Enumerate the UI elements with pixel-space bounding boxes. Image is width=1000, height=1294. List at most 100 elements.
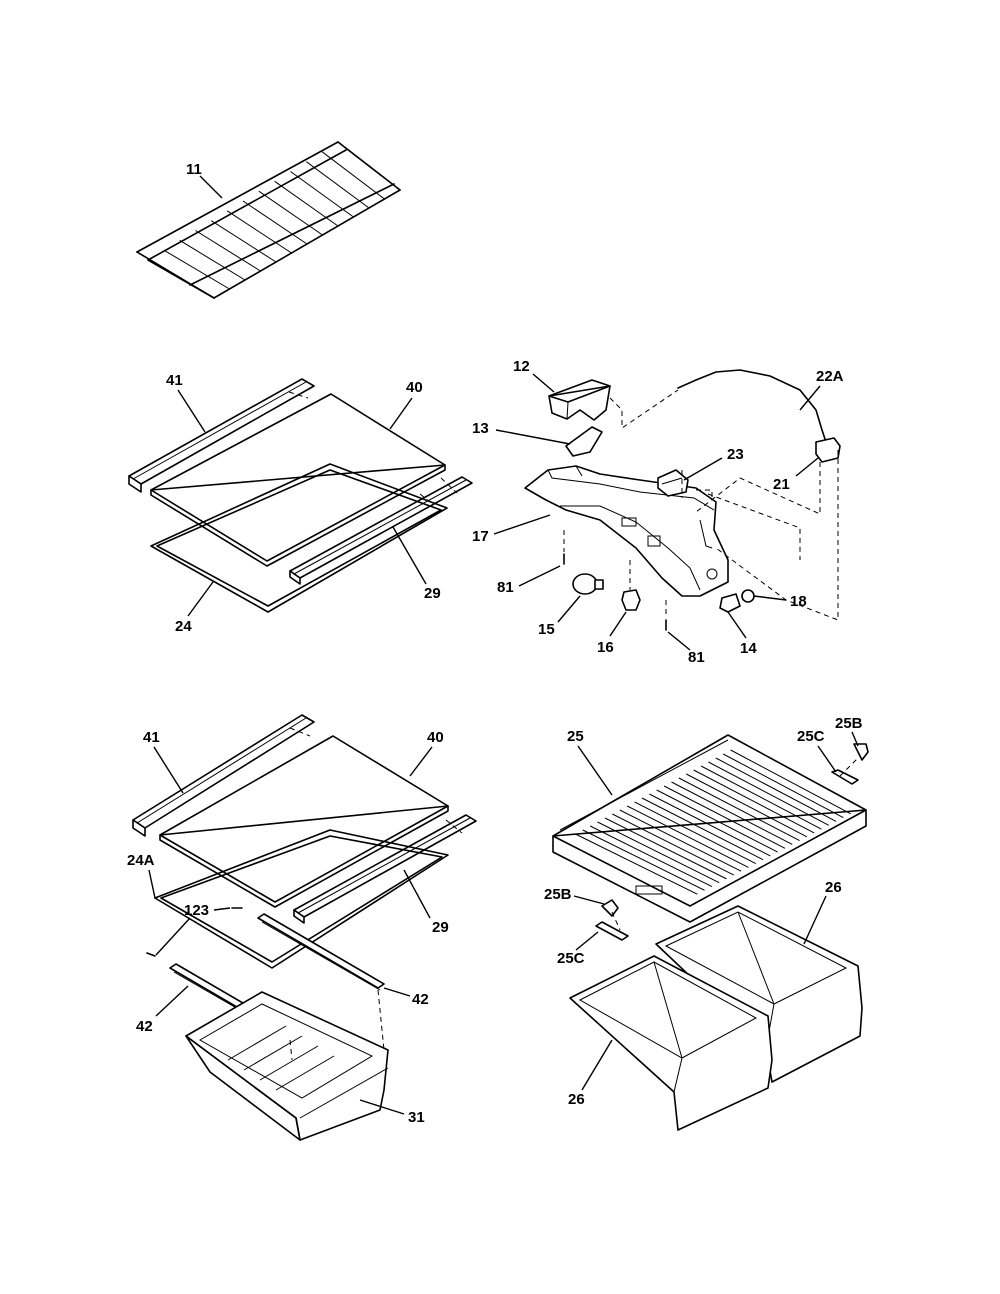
callout-40-upper: 40 [389,379,423,430]
callout-23: 23 [683,446,744,481]
switch-part-14[interactable] [719,593,741,613]
shelf-crossbar [179,239,246,281]
shelf-trim-front-part-41-lower[interactable] [132,714,315,837]
callout-25c-bottom: 25C [557,931,599,967]
shelf-dashes-upper [288,391,458,503]
bulb-part-15[interactable] [572,573,604,595]
callout-label-16: 16 [597,639,614,656]
callout-label-26-left: 26 [568,1091,585,1108]
callout-21: 21 [773,457,819,493]
callout-label-26-right: 26 [825,879,842,896]
cover-rib [730,749,851,815]
bulb-lamp-part-18[interactable] [741,589,755,603]
shelf-crossbar [274,180,339,227]
cover-rib [582,829,705,891]
bracket-part-25c-bottom[interactable] [595,921,629,941]
callout-label-13: 13 [472,420,489,437]
callout-18: 18 [753,593,807,610]
cover-dashes [611,757,859,931]
callout-label-29-upper: 29 [424,585,441,602]
cover-rib [671,781,793,845]
callout-25b-bottom: 25B [544,886,605,905]
shelf-crossbar [147,259,215,299]
cover-rib [641,797,764,861]
cover-rib [619,809,742,872]
callout-label-25b-top: 25B [835,715,863,732]
callout-40-lower: 40 [409,729,444,777]
callout-15: 15 [538,595,581,638]
crisper-drawer-part-31[interactable] [185,991,389,1141]
shelf-trim-front-part-41[interactable] [128,378,315,493]
callout-label-25: 25 [567,728,584,745]
shelf-crossbar [337,141,401,191]
callout-42-right: 42 [383,987,429,1008]
glass-shelf-part-40[interactable] [150,393,446,567]
callout-24a: 24A [127,852,156,899]
cover-rib [656,789,778,853]
callout-14: 14 [727,611,757,657]
callout-29-lower: 29 [403,869,449,936]
drawer-rail-part-42-right[interactable] [257,913,385,991]
callout-label-31: 31 [408,1109,425,1126]
screw-part-123[interactable] [146,907,243,957]
wire-shelf-part-11[interactable] [136,141,401,299]
callout-label-40-lower: 40 [427,729,444,746]
switch-part-23[interactable] [657,469,689,497]
callout-label-14: 14 [740,640,757,657]
connector-part-21[interactable] [815,437,841,463]
crisper-drawer-part-26-left[interactable] [569,955,773,1131]
callout-81-lower: 81 [667,631,705,666]
callout-label-22a: 22A [816,368,844,385]
light-dashes [563,389,839,621]
callout-label-24a: 24A [127,852,155,869]
cover-rib [708,761,830,826]
shelf-dashes-lower [289,727,463,1061]
shelf-trim-rear-part-29[interactable] [289,476,473,585]
shelf-crossbar [242,200,308,245]
callout-label-42-left: 42 [136,1018,153,1035]
shelf-crossbar [306,161,370,209]
callout-24: 24 [175,581,214,635]
cover-rib [589,825,713,887]
shelf-frame-part-24[interactable] [150,463,448,613]
callout-25: 25 [567,728,613,796]
callout-label-41-upper: 41 [166,372,183,389]
cover-rib [693,769,815,834]
shelf-crossbar [163,249,230,290]
callout-25b-top: 25B [835,715,863,747]
callout-label-11: 11 [186,161,202,178]
cover-rib [634,801,756,865]
callout-25c-top: 25C [797,728,837,773]
callout-label-18: 18 [790,593,807,610]
callout-12: 12 [513,358,555,393]
shelf-crossbar [211,220,277,263]
callout-label-21: 21 [773,476,790,493]
light-cover-part-13[interactable] [565,426,603,457]
callout-81-upper: 81 [497,565,561,596]
callout-13: 13 [472,420,571,445]
callout-label-17: 17 [472,528,489,545]
wire-harness-part-22a[interactable] [677,369,827,443]
clip-part-25b-bottom[interactable] [601,899,619,917]
callout-label-23: 23 [727,446,744,463]
callout-26-left: 26 [568,1039,613,1108]
light-shield-part-12[interactable] [548,379,611,421]
clip-part-25b-top[interactable] [853,743,869,761]
callout-26-right: 26 [803,879,842,945]
socket-part-16[interactable] [621,589,641,611]
shelf-crossbar [226,210,292,254]
shelf-crossbar [195,230,261,272]
shelf-frame-part-24a[interactable] [154,829,449,969]
cover-rib [678,777,800,842]
bracket-part-25c-top[interactable] [831,769,859,785]
callout-123: 123 [155,902,231,956]
cover-rib [612,813,735,876]
callout-label-24: 24 [175,618,192,635]
callout-label-25b-bottom: 25B [544,886,572,903]
crisper-cover-part-25[interactable] [552,734,867,923]
glass-shelf-part-40-lower[interactable] [159,735,449,908]
light-housing-part-17[interactable] [524,465,729,597]
callout-11: 11 [186,161,223,199]
callout-label-40-upper: 40 [406,379,423,396]
